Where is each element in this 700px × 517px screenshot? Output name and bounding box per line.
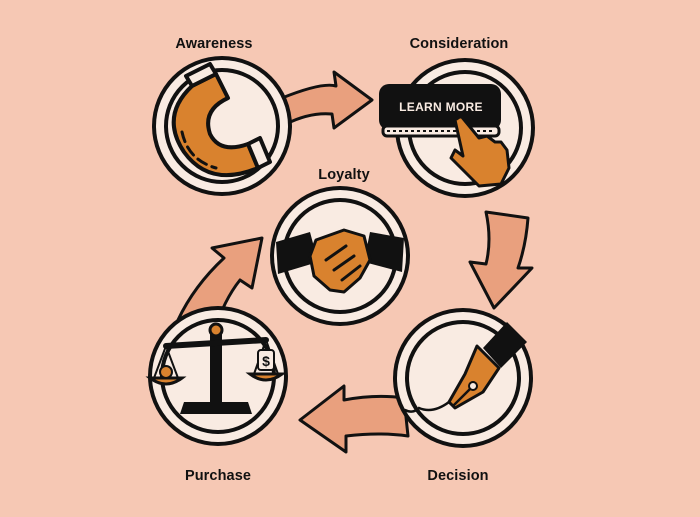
handshake-icon [276,228,404,294]
loyalty-coin [268,184,412,328]
arrow-decision-to-purchase [298,384,410,454]
magnet-icon [171,62,272,178]
stage-label-loyalty: Loyalty [318,167,370,183]
purchase-coin: $ [145,304,290,448]
arrow-consideration-to-decision [468,210,534,310]
fountain-pen-icon [403,322,527,413]
pointing-hand-icon [449,114,511,188]
consideration-coin [379,56,537,200]
decision-coin [391,306,535,450]
arrow-awareness-to-consideration [280,70,374,130]
svg-text:$: $ [262,353,270,369]
stage-label-consideration: Consideration [409,36,509,52]
stage-label-decision: Decision [427,468,489,484]
awareness-coin [150,54,294,198]
balance-scale-icon: $ [145,322,287,414]
learn-more-button-text: LEARN MORE [399,100,483,114]
learn-more-button-icon [379,84,501,138]
stage-label-awareness: Awareness [175,36,253,52]
stage-label-purchase: Purchase [184,468,252,484]
